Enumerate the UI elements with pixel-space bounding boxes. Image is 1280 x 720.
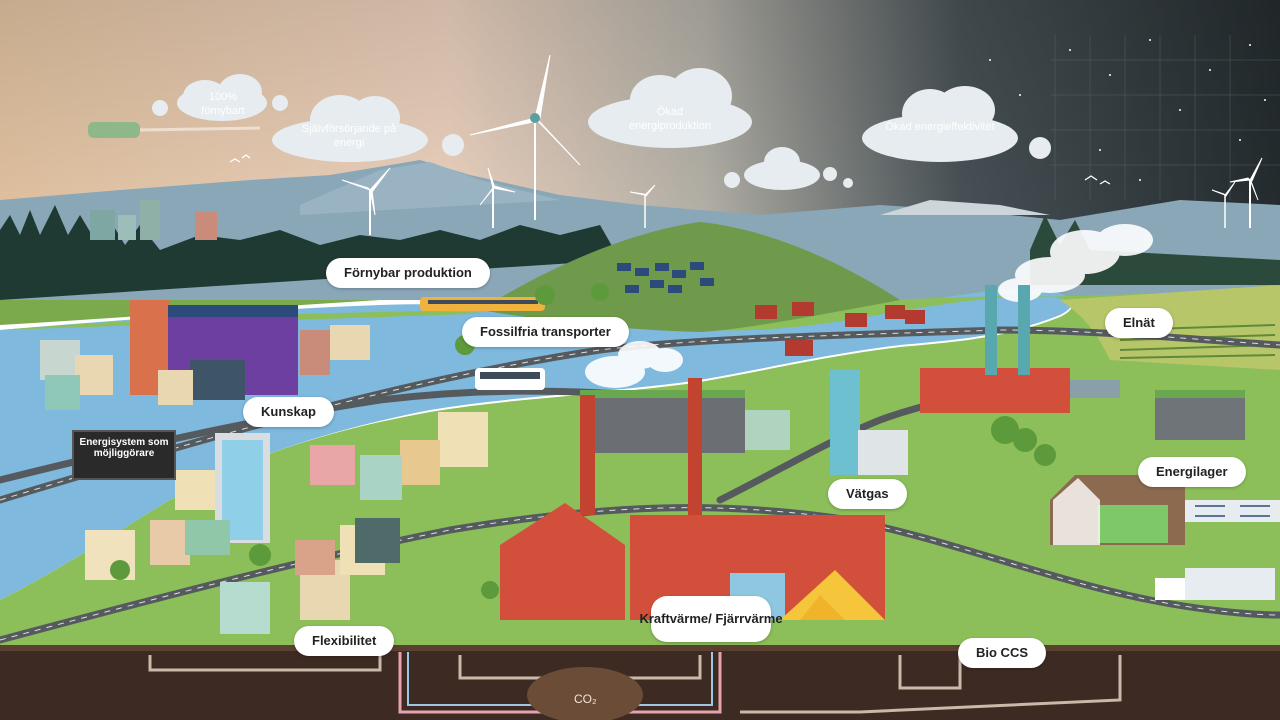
cloud-efficiency <box>862 86 1051 162</box>
label-energy-storage: Energilager <box>1138 457 1246 487</box>
stars <box>989 39 1266 181</box>
trees <box>110 283 1056 599</box>
distant-city <box>90 200 217 240</box>
cloud-label-increased-efficiency: Ökad energieffektivitet <box>885 121 995 133</box>
cloud-label-increased-production: Ökad energiproduktion <box>629 106 711 132</box>
train <box>420 297 545 311</box>
soil <box>0 645 1280 720</box>
clouds <box>152 68 1051 190</box>
birds <box>229 154 1111 185</box>
chp-plant <box>500 378 885 620</box>
cloud-self-sufficient <box>272 95 464 162</box>
pipeline <box>1185 500 1280 522</box>
label-flexibility: Flexibilitet <box>294 626 395 656</box>
truck <box>1155 568 1275 600</box>
solar-panels <box>617 262 714 293</box>
night-grid <box>1050 35 1280 200</box>
cloud-mid <box>724 147 853 190</box>
co2-storage <box>527 667 643 720</box>
bus <box>475 368 545 390</box>
label-knowledge: Kunskap <box>243 397 334 427</box>
label-fossil-free-transport: Fossilfria transporter <box>462 317 629 347</box>
cloud-renewable <box>152 74 288 121</box>
cloud-production <box>588 68 752 148</box>
underground-pipes <box>148 655 1122 714</box>
label-renewable-production: Förnybar produktion <box>326 258 490 288</box>
label-chp-district-heating: Kraftvärme/ Fjärrvärme <box>639 596 783 642</box>
forest <box>0 205 620 300</box>
energy-storage-building <box>1050 390 1245 545</box>
red-houses <box>755 302 925 356</box>
label-bio-ccs: Bio CCS <box>958 638 1046 668</box>
cloud-label-self-sufficient: Självförsörjande på energi <box>301 123 397 149</box>
flow-arrows <box>1195 505 1270 517</box>
wind-turbines <box>341 54 1263 235</box>
battery-drone-icon <box>88 122 261 138</box>
label-grid: Elnät <box>1105 308 1173 338</box>
steam <box>585 224 1153 388</box>
energy-system-board: Energisystem som möjliggörare <box>72 430 176 480</box>
hydrogen-plant <box>830 370 908 475</box>
label-hydrogen: Vätgas <box>828 479 907 509</box>
cloud-label-renewable-100: 100% förnybart <box>201 91 245 117</box>
power-plant <box>920 285 1120 413</box>
co2-label: CO₂ <box>574 692 597 706</box>
